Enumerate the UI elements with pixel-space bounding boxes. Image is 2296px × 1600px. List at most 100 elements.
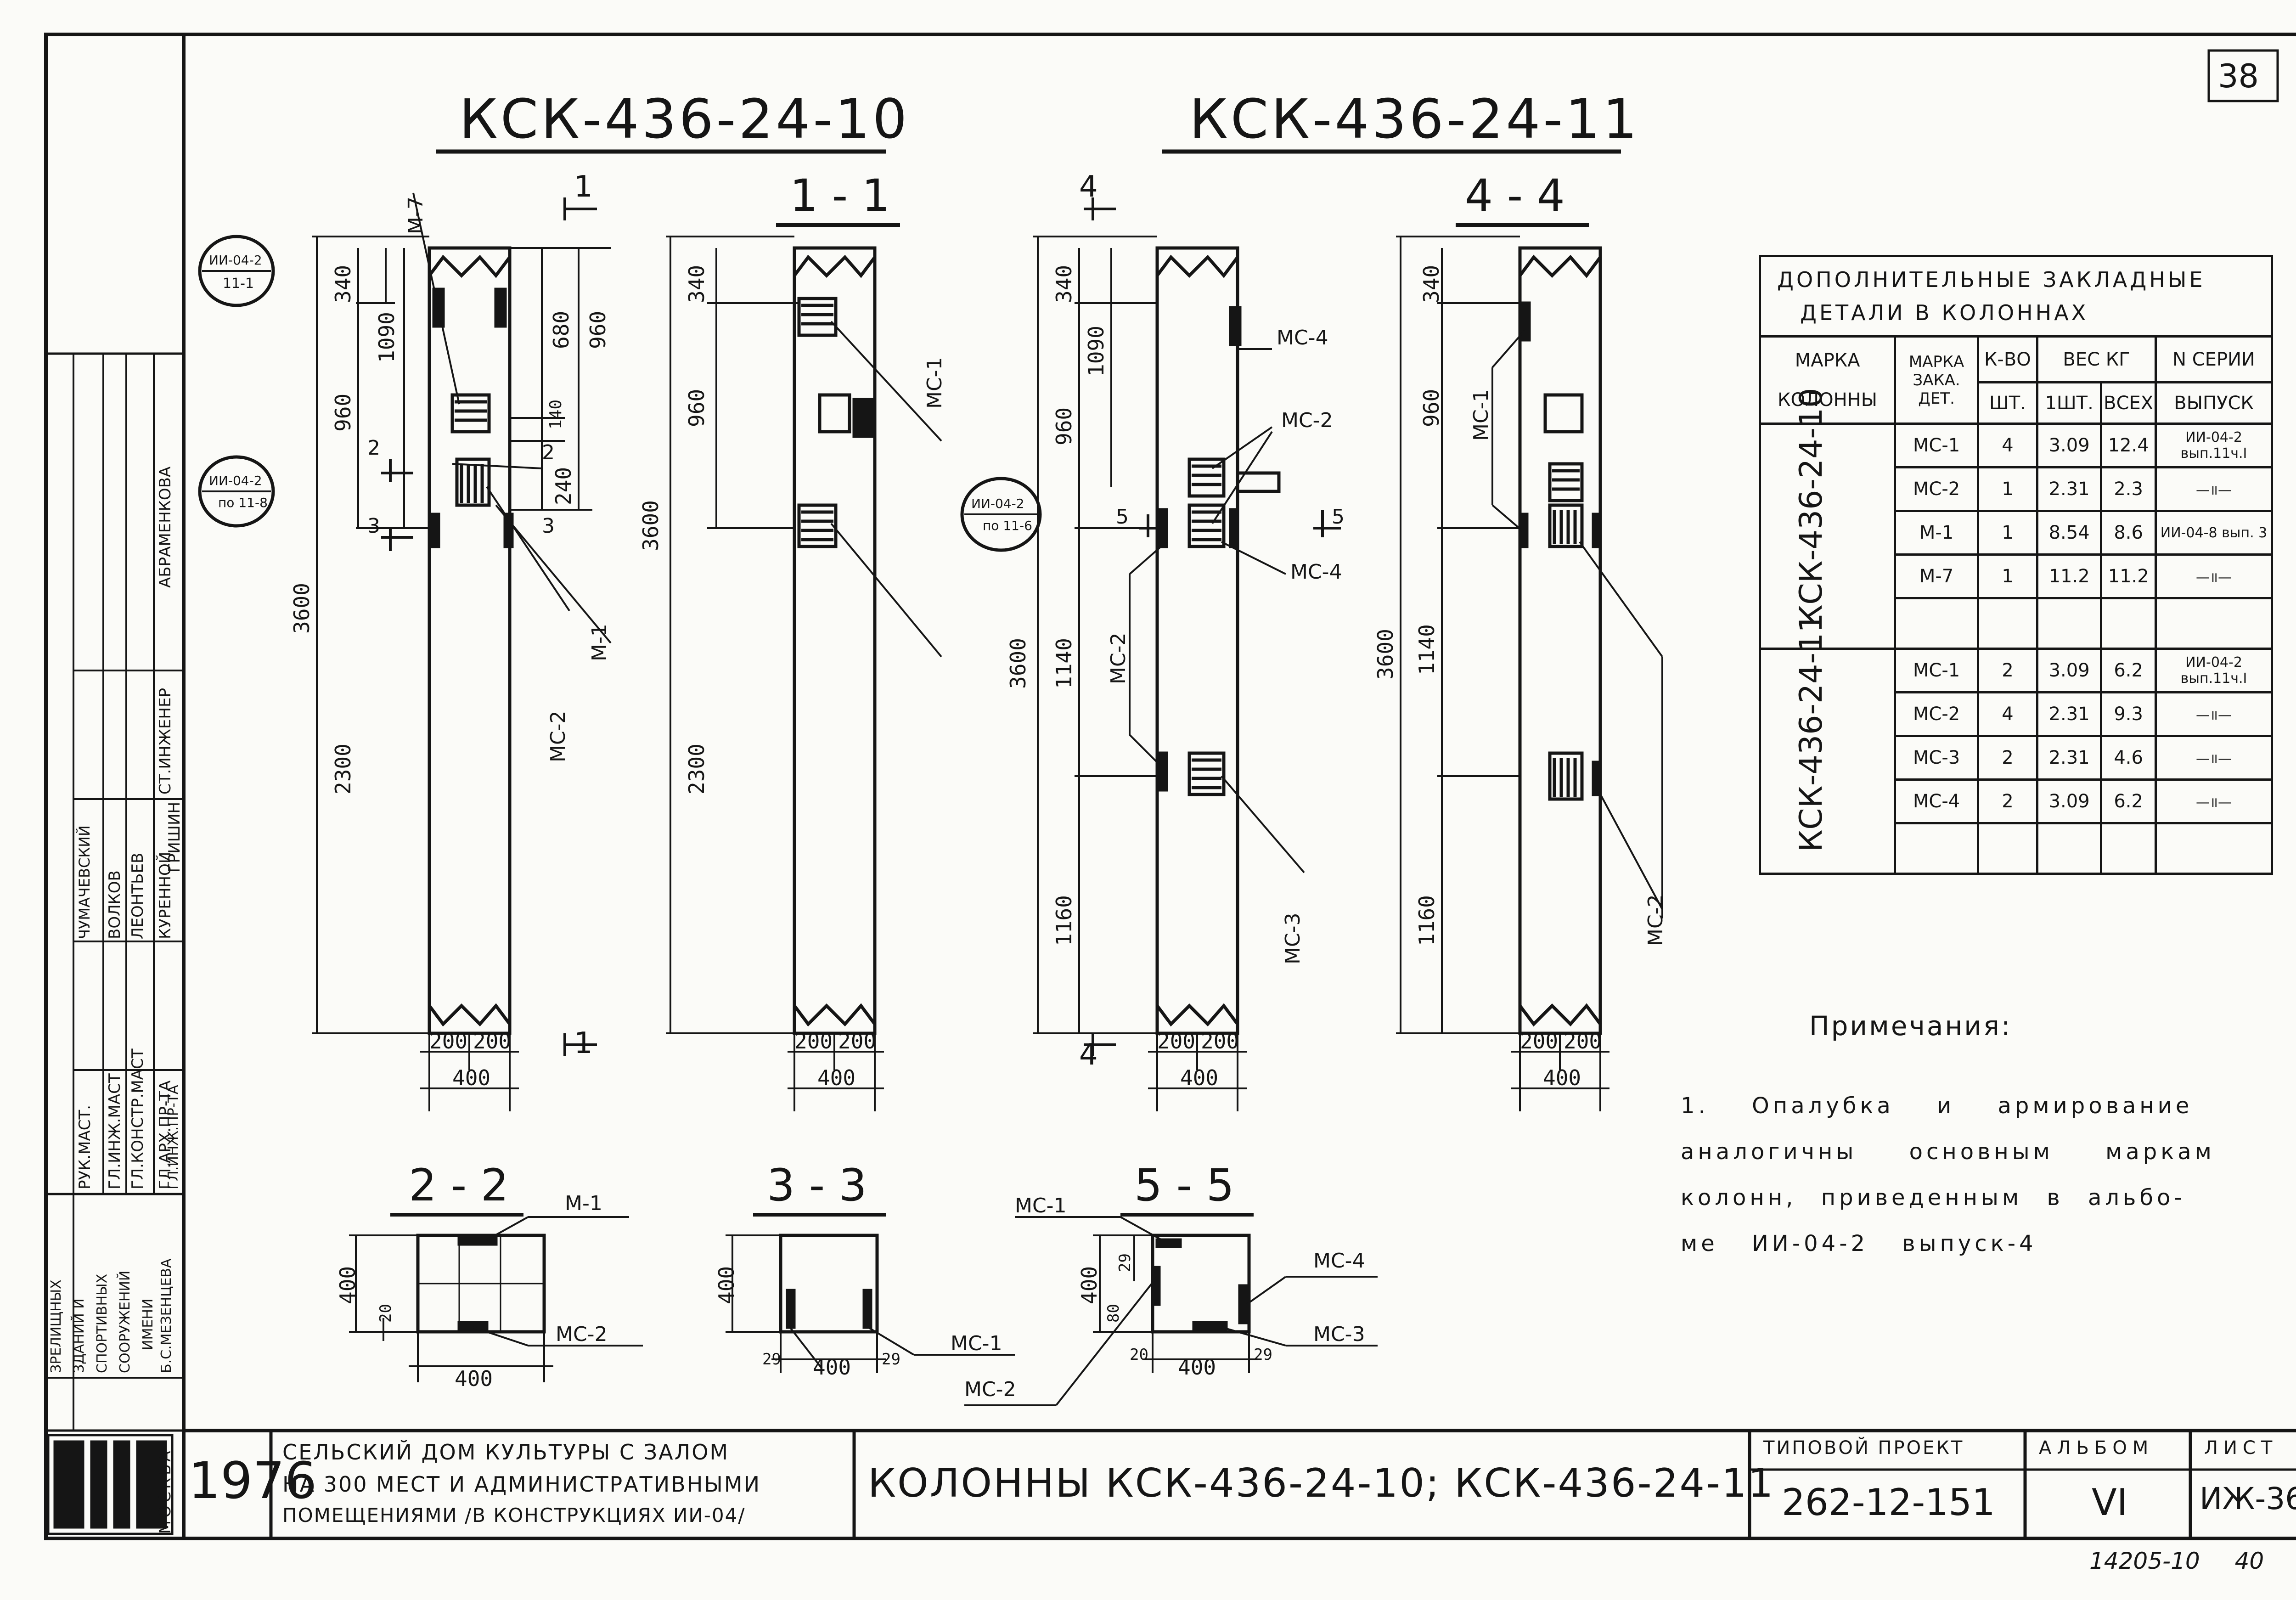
cut-label-2b: 2: [542, 441, 555, 464]
label-mc4-col2-mid: МС-4: [1290, 560, 1342, 584]
label-m1-s22: М-1: [565, 1192, 602, 1215]
stamp-sheet-title: КОЛОННЫ КСК-436-24-10; КСК-436-24-11: [868, 1460, 1775, 1506]
stamp-person2: ВОЛКОВ: [106, 870, 124, 939]
ref-circle-1-bottom: 11-1: [223, 276, 254, 292]
table-cell-kvo: 1: [1976, 466, 2038, 512]
table-cell-marka: МС-3: [1894, 735, 1979, 781]
table-cell-kvo: 1: [1976, 510, 2038, 556]
ref-circle-2-bottom: по 11-8: [218, 495, 268, 510]
table-cell-marka: МС-1: [1894, 423, 1979, 468]
stamp-role3: ГЛ.КОНСТР.МАСТ: [129, 1048, 147, 1190]
stamp-moskva: МОСКВА: [156, 1448, 174, 1534]
section-title-1-1: 1 - 1: [790, 170, 890, 221]
dim-200-b-s11: 200: [838, 1029, 877, 1054]
dim-960-col2: 960: [1052, 407, 1076, 445]
label-mc4-col2-top: МС-4: [1277, 326, 1328, 349]
cut-label-2: 2: [367, 436, 380, 460]
table-cell-kvo: 2: [1976, 778, 2038, 824]
table-cell-wall: 9.3: [2100, 691, 2157, 737]
label-mc1-s55: МС-1: [1015, 1194, 1067, 1217]
dim-140-col1: 140: [546, 399, 565, 429]
dim-200-b-col1: 200: [473, 1029, 512, 1054]
stamp-year: 1976: [188, 1451, 317, 1510]
dim-400-s55-v: 400: [1077, 1266, 1102, 1304]
notes-line3: колонн, приведенным в альбо-: [1681, 1185, 2186, 1211]
table-row: М-1 1 8.54 8.6 ИИ-04-8 вып. 3: [1760, 510, 2273, 556]
section-title-5-5: 5 - 5: [1134, 1160, 1234, 1211]
label-mc4-s55: МС-4: [1313, 1249, 1365, 1273]
table-cell-seria: ИИ-04-8 вып. 3: [2155, 510, 2273, 556]
dim-200-b-s44: 200: [1564, 1029, 1602, 1054]
table-cell-kvo: 1: [1976, 553, 2038, 599]
stamp-person1: ЧУМАЧЕВСКИЙ: [76, 825, 93, 939]
table-cell-w1: 3.09: [2036, 778, 2103, 824]
ref-circle-2-top: ИИ-04-2: [209, 473, 262, 488]
table-cell-seria: —॥—: [2155, 778, 2273, 824]
stamp-person6: АБРАМЕНКОВА: [156, 466, 174, 588]
table-row: МС-3 2 2.31 4.6 —॥—: [1760, 735, 2273, 781]
dim-340-s11: 340: [684, 265, 709, 303]
dim-340-col1: 340: [331, 265, 355, 303]
dim-80-s55: 80: [1104, 1304, 1123, 1323]
dim-200-a-s11: 200: [794, 1029, 833, 1054]
ref-circle-1-top: ИИ-04-2: [209, 253, 262, 268]
stamp-project-desc-1: СЕЛЬСКИЙ ДОМ КУЛЬТУРЫ С ЗАЛОМ: [282, 1440, 730, 1465]
dim-340-col2: 340: [1052, 265, 1076, 303]
dim-200-b-col2: 200: [1201, 1029, 1239, 1054]
dim-960-col1-right: 960: [585, 310, 610, 349]
title-left: КСК-436-24-10: [459, 87, 910, 151]
table-header-marka: МАРКА: [1795, 349, 1860, 371]
notes-heading: Примечания:: [1809, 1010, 2012, 1042]
table-header-ves: ВЕС КГ: [2036, 335, 2157, 383]
stamp-org-4: СООРУЖЕНИЙ: [117, 1270, 133, 1373]
stamp-list-value: ИЖ-36: [2200, 1481, 2296, 1516]
table-group-1: КСК-436-24-10: [1793, 388, 1829, 627]
dim-960-col1: 960: [331, 393, 355, 432]
table-row: МС-2 1 2.31 2.3 —॥—: [1760, 466, 2273, 512]
dim-29-s55-h: 29: [1254, 1346, 1272, 1364]
label-mc2-s22: МС-2: [556, 1323, 608, 1346]
dim-20-s22: 20: [377, 1304, 395, 1323]
label-m1-col1: М-1: [588, 624, 611, 661]
dim-400-s11: 400: [817, 1065, 856, 1090]
embedded-parts-table: ДОПОЛНИТЕЛЬНЫЕ ЗАКЛАДНЫЕ ДЕТАЛИ В КОЛОНН…: [1758, 255, 2273, 875]
table-cell-wall: 4.6: [2100, 735, 2157, 781]
table-row: КСК-436-24-11 МС-1 2 3.09 6.2 ИИ-04-2 вы…: [1758, 613, 2273, 875]
stamp-person5: ГРИШИН: [165, 801, 184, 873]
dim-400-s44: 400: [1543, 1065, 1581, 1090]
table-cell-w1: 3.09: [2036, 648, 2103, 693]
table-cell-marka: МС-4: [1894, 778, 1979, 824]
cut-label-1-bottom: 1: [574, 1026, 593, 1060]
label-mc1-s11: МС-1: [923, 357, 946, 409]
table-cell-kvo: 4: [1976, 423, 2038, 468]
stamp-org-1: ЗРЕЛИЩНЫХ: [48, 1279, 64, 1373]
label-mc2-s44: МС-2: [1644, 894, 1667, 946]
table-header-kvo: К-ВО: [1976, 335, 2038, 383]
cut-label-5b: 5: [1332, 505, 1345, 529]
dim-2300-col1: 2300: [331, 744, 355, 794]
table-cell-kvo: 2: [1976, 648, 2038, 693]
dim-3600-col2: 3600: [1006, 638, 1030, 689]
dim-3600-s44: 3600: [1373, 629, 1398, 680]
table-cell-w1: 2.31: [2036, 735, 2103, 781]
table-cell-kvo: 2: [1976, 735, 2038, 781]
table-row-empty: [1760, 822, 2273, 875]
stamp-org-3: СПОРТИВНЫХ: [94, 1273, 110, 1373]
dim-1140-col2: 1140: [1052, 638, 1076, 689]
table-header-kolonny: КОЛОННЫ: [1778, 389, 1878, 411]
dim-200-a-s44: 200: [1520, 1029, 1559, 1054]
table-cell-seria: ИИ-04-2 вып.11ч.I: [2155, 423, 2273, 468]
label-mc2-col1: МС-2: [546, 710, 570, 762]
table-cell-marka: МС-2: [1894, 691, 1979, 737]
label-mc3-col2: МС-3: [1281, 913, 1305, 964]
notes-line1: 1. Опалубка и армирование: [1681, 1093, 2193, 1119]
dim-400-s22-v: 400: [335, 1266, 360, 1304]
cut-label-5: 5: [1116, 505, 1129, 529]
table-header-vseh: ВСЕХ: [2100, 381, 2157, 425]
table-cell-w1: 8.54: [2036, 510, 2103, 556]
ref-circle-3-bottom: по 11-6: [983, 518, 1032, 533]
section-title-4-4: 4 - 4: [1465, 170, 1565, 221]
table-cell-w1: 2.31: [2036, 466, 2103, 512]
stamp-org-2: ЗДАНИЙ И: [71, 1298, 87, 1373]
dim-200-a-col2: 200: [1157, 1029, 1196, 1054]
